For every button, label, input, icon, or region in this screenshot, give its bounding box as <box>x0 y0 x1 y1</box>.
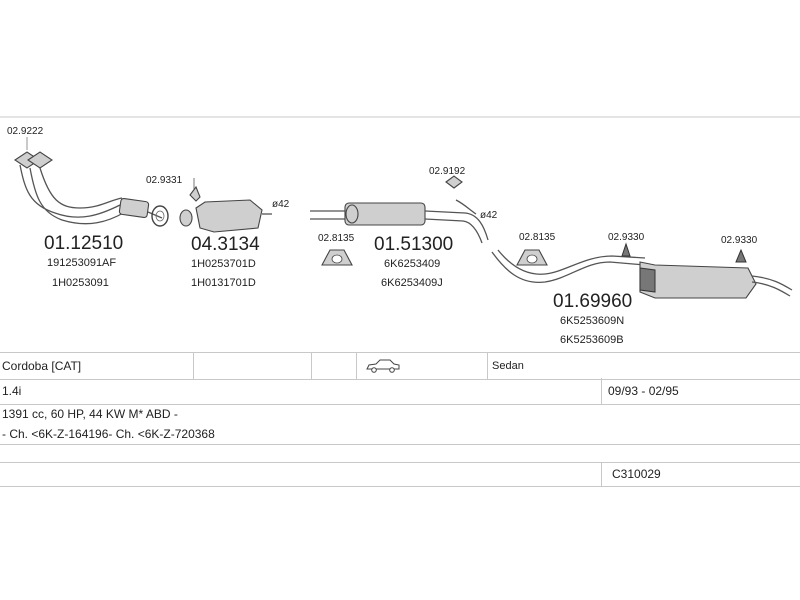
gasket-clamp-number: 02.9331 <box>146 175 183 186</box>
front-pipe-part: 02.9222 01.12510 191253091AF 1H0253091 <box>7 126 163 289</box>
table-row-engine: 1.4i 09/93 - 02/95 <box>0 378 800 405</box>
rear-silencer-number: 01.69960 <box>553 291 632 312</box>
vehicle-body-type: Sedan <box>492 360 524 372</box>
front-pipe-clamp-number: 02.9222 <box>7 126 44 137</box>
middle-silencer-part: 02.8135 01.51300 6K6253409 6K6253409J <box>310 202 489 289</box>
front-pipe-number: 01.12510 <box>44 233 123 254</box>
cat-diameter: ø42 <box>272 199 290 210</box>
vehicle-engine: 1.4i <box>2 384 22 398</box>
rear-hanger2-number: 02.9330 <box>721 235 758 246</box>
pipe-clamp-part: 02.9192 ø42 <box>429 166 498 221</box>
mid-silencer-oe2: 6K6253409J <box>381 277 443 289</box>
cat-number: 04.3134 <box>191 234 260 255</box>
rear-mount-number: 02.8135 <box>519 232 556 243</box>
table-row-code: C310029 <box>0 462 800 487</box>
front-pipe-oe1: 191253091AF <box>47 257 116 269</box>
mid-mount-number: 02.8135 <box>318 233 355 244</box>
vehicle-chassis: - Ch. <6K-Z-164196- Ch. <6K-Z-720368 <box>2 427 215 441</box>
cat-oe2: 1H0131701D <box>191 277 256 289</box>
table-row-chassis: - Ch. <6K-Z-164196- Ch. <6K-Z-720368 <box>0 424 800 445</box>
vehicle-spec: 1391 cc, 60 HP, 44 KW M* ABD - <box>2 407 178 421</box>
gasket-ring-part: 02.9331 <box>146 175 183 227</box>
rear-hanger1-number: 02.9330 <box>608 232 645 243</box>
vehicle-years: 09/93 - 02/95 <box>608 384 679 398</box>
catalytic-converter-part: ø42 04.3134 1H0253701D 1H0131701D <box>179 178 290 289</box>
cat-oe1: 1H0253701D <box>191 258 256 270</box>
clamp-diameter: ø42 <box>480 210 498 221</box>
clamp-number: 02.9192 <box>429 166 466 177</box>
table-row-model: Cordoba [CAT] Sedan <box>0 352 800 380</box>
vehicle-model: Cordoba [CAT] <box>2 359 82 373</box>
rear-silencer-oe1: 6K5253609N <box>560 315 624 327</box>
catalog-code: C310029 <box>612 467 661 481</box>
table-row-spec: 1391 cc, 60 HP, 44 KW M* ABD - <box>0 404 800 424</box>
mid-silencer-number: 01.51300 <box>374 234 453 255</box>
rear-silencer-oe2: 6K5253609B <box>560 334 624 346</box>
table-row-empty <box>0 444 800 463</box>
sedan-car-icon <box>366 353 400 379</box>
rear-silencer-part: 02.8135 02.9330 02.9330 01.69960 6K52536… <box>491 232 793 346</box>
mid-silencer-oe1: 6K6253409 <box>384 258 440 270</box>
front-pipe-oe2: 1H0253091 <box>52 277 109 289</box>
